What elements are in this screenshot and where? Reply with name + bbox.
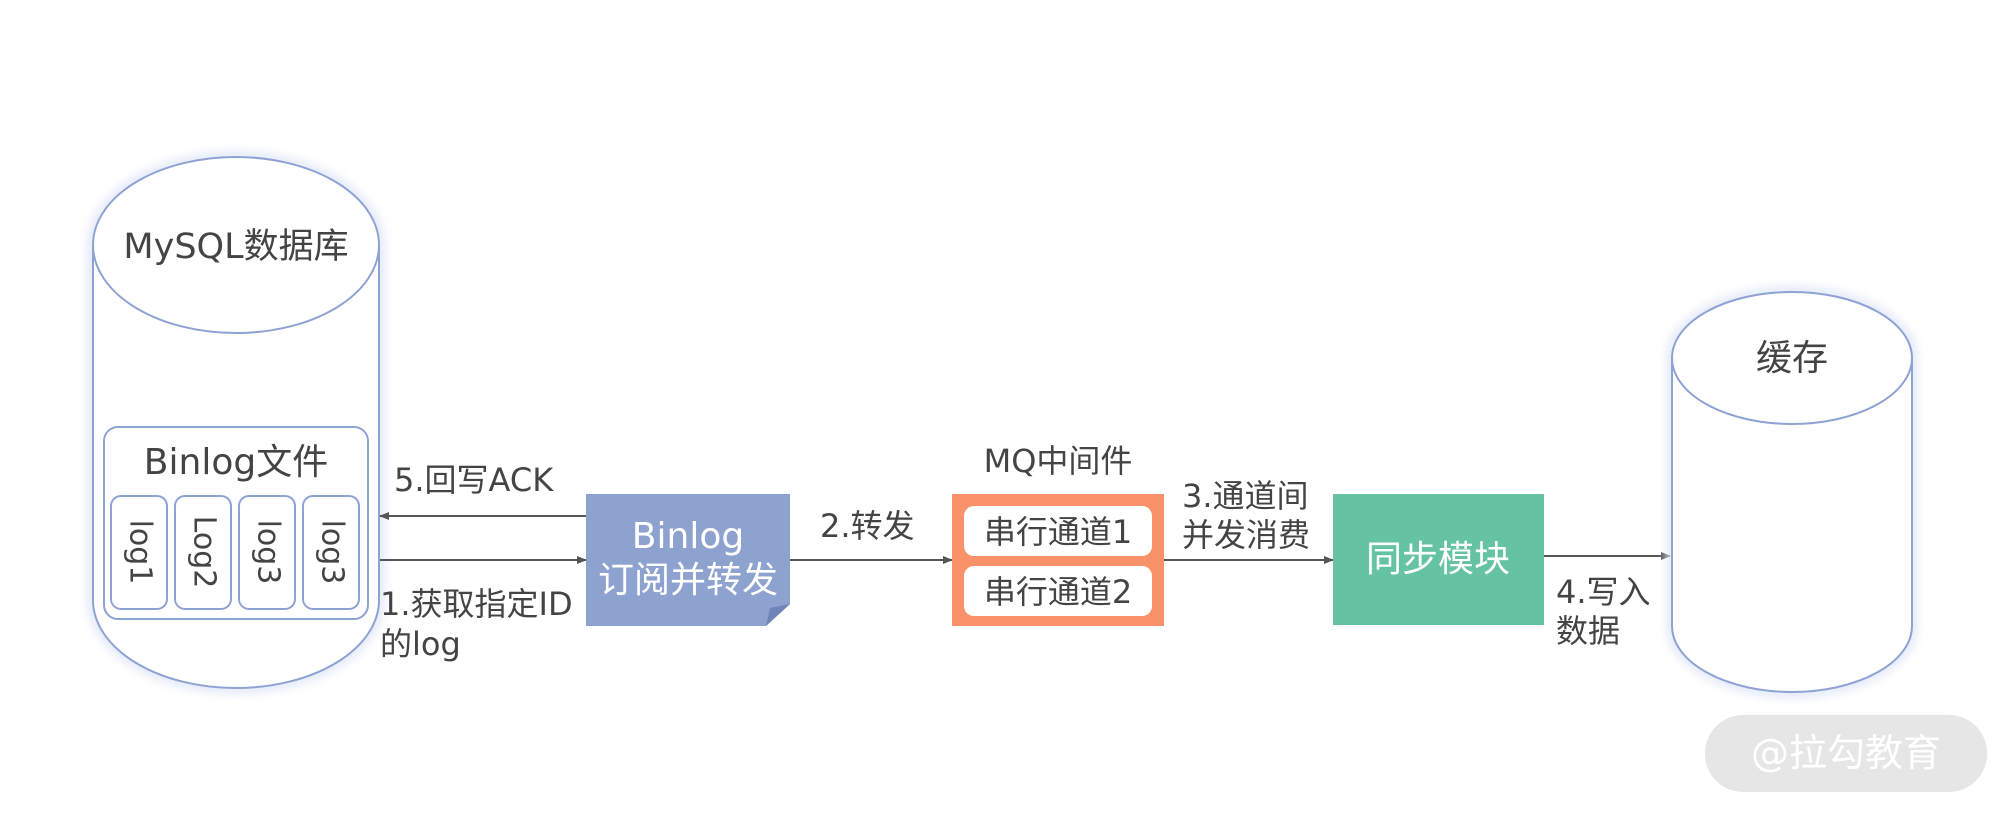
write-label-line1: 4.写入 <box>1556 573 1651 611</box>
cache-cylinder: 缓存 <box>1667 287 1917 697</box>
log-entry: log1 <box>110 495 168 610</box>
log-entry-box <box>174 495 232 610</box>
log-entry-label: Log2 <box>187 516 222 589</box>
log-entry-box <box>238 495 296 610</box>
mysql-title: MySQL数据库 <box>123 227 348 267</box>
mq-channel-label: 串行通道2 <box>984 573 1132 611</box>
binlog-node-line1: Binlog <box>632 516 744 557</box>
watermark: @拉勾教育 <box>1705 715 1987 792</box>
ack-label: 5.回写ACK <box>394 461 554 499</box>
binlog-node-fold <box>766 604 790 626</box>
mysql-database-cylinder: MySQL数据库 Binlog文件 log1 Log2 log3 log3 <box>88 152 384 693</box>
binlog-subscriber-node: Binlog 订阅并转发 <box>586 494 790 626</box>
mq-title: MQ中间件 <box>984 442 1133 480</box>
mq-channel <box>964 566 1152 616</box>
log-entry: Log2 <box>174 495 232 610</box>
log-entry-label: log3 <box>315 520 350 585</box>
cache-title: 缓存 <box>1756 338 1828 379</box>
mq-middleware: MQ中间件 串行通道1 串行通道2 <box>952 442 1164 626</box>
log-entry: log3 <box>238 495 296 610</box>
mq-channel-label: 串行通道1 <box>984 513 1132 551</box>
forward-label: 2.转发 <box>820 507 915 545</box>
mq-channel <box>964 506 1152 556</box>
sync-module-box <box>1333 494 1544 625</box>
log-entry: log3 <box>302 495 360 610</box>
log-entry-box <box>110 495 168 610</box>
mysql-cylinder-top <box>92 156 380 334</box>
watermark-pill <box>1705 715 1987 792</box>
consume-label-line1: 3.通道间 <box>1182 477 1309 515</box>
fetch-label-line2: 的log <box>380 625 461 663</box>
cache-cylinder-top <box>1671 291 1913 425</box>
consume-label-line2: 并发消费 <box>1182 516 1310 554</box>
log-entry-box <box>302 495 360 610</box>
log-entry-label: log1 <box>123 520 158 585</box>
log-entry-label: log3 <box>251 520 286 585</box>
sync-module-node: 同步模块 <box>1333 494 1544 625</box>
binlog-node-line2: 订阅并转发 <box>598 560 778 601</box>
watermark-text: @拉勾教育 <box>1751 731 1941 775</box>
binlog-file-label: Binlog文件 <box>144 442 328 483</box>
fetch-label-line1: 1.获取指定ID <box>380 585 573 623</box>
sync-module-label: 同步模块 <box>1366 539 1510 580</box>
write-label-line2: 数据 <box>1556 612 1620 650</box>
cache-cylinder-body <box>1671 358 1913 693</box>
binlog-node-shape <box>586 494 790 626</box>
